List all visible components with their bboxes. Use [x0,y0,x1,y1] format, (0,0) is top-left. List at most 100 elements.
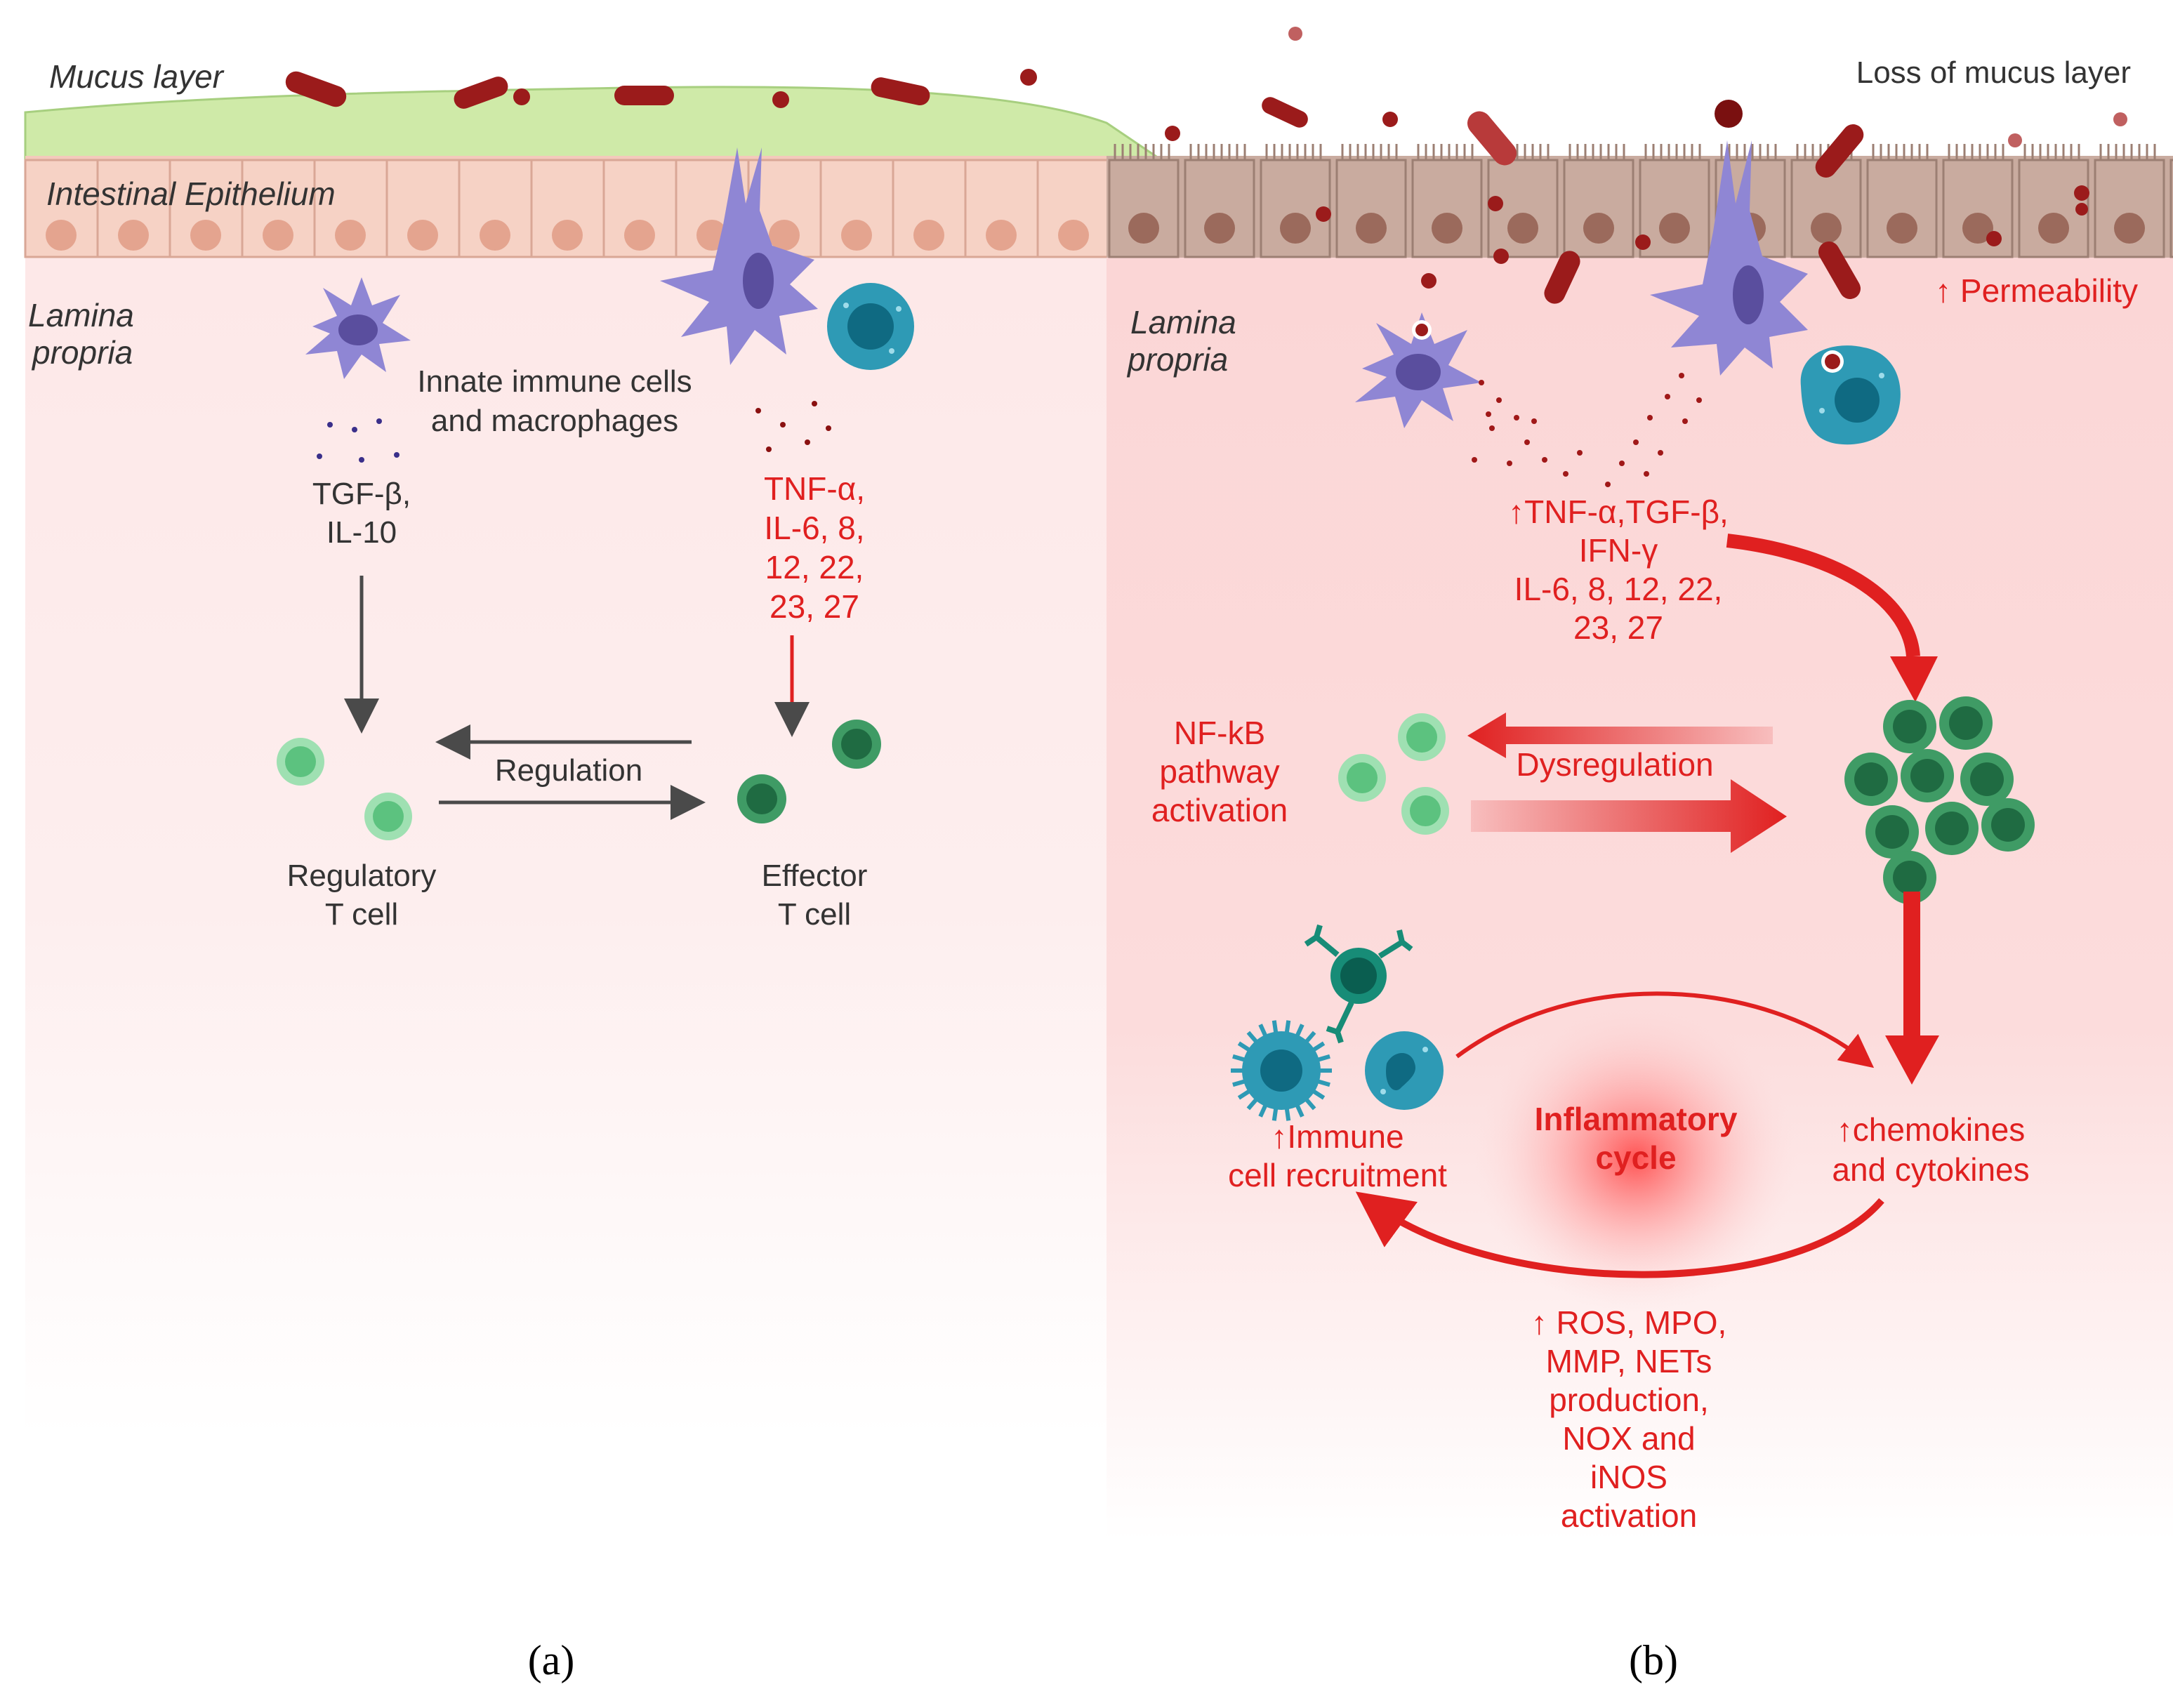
pro-inflammatory-dots [755,401,831,452]
bacteria-rod-icon [1544,251,1580,304]
panel-b: Loss of mucus layer ↑ Permeability Lamin… [1020,27,2173,1683]
epithelial-cell [1411,144,1483,258]
bacteria-coccus-icon [1493,249,1509,264]
ros-labels: ↑ ROS, MPO, MMP, NETs production, NOX an… [1531,1304,1727,1534]
epithelial-cell [2094,144,2165,258]
bacteria-coccus-icon [2075,203,2088,216]
mucus-layer-label: Mucus layer [49,58,225,95]
bacteria-coccus-icon [2113,112,2127,126]
lamina-label-a-2: propria [31,334,133,371]
cytokine-line: IL-6, 8, [764,510,864,546]
bacteria-coccus-icon [1382,112,1398,127]
epithelial-cell [1639,144,1710,258]
cytokine-line: TGF-β, [312,477,411,511]
epithelial-cell [96,159,171,258]
bacteria-coccus-icon [1316,206,1331,222]
epithelial-cell [1184,144,1255,258]
cytokine-line: IL-6, 8, 12, 22, [1514,571,1723,607]
nfkb-label-2: pathway [1159,753,1279,790]
bacteria-rod-icon [1467,111,1517,166]
ros-line: activation [1561,1497,1697,1534]
teff-label-2: T cell [778,897,851,932]
epithelial-cell [1260,144,1331,258]
cytokine-line: 23, 27 [770,588,859,625]
inflammatory-glow [1474,1004,1797,1313]
macrophage-icon [1800,345,1901,445]
ros-line: MMP, NETs [1546,1343,1712,1379]
bacteria-group-b [1020,27,2127,304]
cytokine-line: 12, 22, [765,549,864,585]
t-cell-icon [1960,753,2014,806]
nfkb-label-3: activation [1151,792,1288,828]
epithelial-cell [1036,159,1111,258]
dysregulation-arrow-left [1467,713,1773,758]
cycle-arrow-top [1455,991,1875,1068]
anti-inflammatory-dots [317,418,399,463]
arrow-shaft [1903,892,1920,1039]
permeability-label: ↑ Permeability [1935,272,2138,309]
epithelial-cell [530,159,605,258]
innate-label-2: and macrophages [431,404,678,438]
cycle-arrow-bottom [1355,1191,1884,1278]
cycle-label-1: Inflammatory [1535,1101,1738,1137]
t-cell-icon [277,738,324,786]
dysregulation-label: Dysregulation [1516,746,1713,783]
t-eff-cells [737,720,881,823]
lamina-label-b-2: propria [1126,341,1228,378]
epithelial-cell [1108,144,1180,258]
t-cell-icon [1925,802,1979,855]
bacteria-coccus-icon [2008,133,2022,147]
bacteria-coccus-icon [1288,27,1302,41]
chemo-label-1: ↑chemokines [1837,1111,2025,1148]
epithelium-label: Intestinal Epithelium [46,176,336,212]
t-cell-icon [1338,754,1386,802]
recruit-label-1: ↑Immune [1271,1118,1403,1155]
t-cell-icon [1981,798,2035,852]
bacteria-coccus-icon [1715,100,1743,128]
epithelial-cell [2018,144,2089,258]
dendritic-cell-epithelial-icon [1650,140,1808,376]
epithelial-cell [458,159,533,258]
epithelial-cells-healthy [24,159,1111,258]
bacteria-rod-icon [614,86,674,105]
ros-line: ↑ ROS, MPO, [1531,1304,1727,1341]
dendritic-cell-epithelial-icon [660,147,818,365]
loss-mucus-label: Loss of mucus layer [1856,55,2131,90]
panel-a: Mucus layer Intestinal Epithelium Lamina… [24,58,1162,1683]
bacteria-coccus-icon [513,88,530,105]
epithelial-cell [602,159,678,258]
bacteria-rod-icon [454,77,508,109]
t-cell-icon [1883,851,1936,904]
panel-a-letter: (a) [528,1637,575,1683]
epithelial-cell [169,159,244,258]
epithelial-cell [2169,159,2173,258]
cytokine-line: ↑TNF-α,TGF-β, [1508,494,1729,530]
epithelial-cell [24,159,99,258]
epithelial-cell [964,159,1039,258]
bacteria-rod-icon [285,71,347,107]
arrow-head [1885,1035,1939,1085]
cytokine-line: TNF-α, [764,470,865,507]
bacteria-coccus-icon [772,91,789,108]
cytokines-b: ↑TNF-α,TGF-β, IFN-γ IL-6, 8, 12, 22, 23,… [1508,494,1729,646]
cytokine-dots-b [1472,373,1702,487]
t-cell-icon [832,720,881,769]
bacteria-group-a [285,71,930,109]
dysregulation-arrow-right [1471,779,1787,853]
bacteria-coccus-icon [1488,196,1503,211]
epithelial-cell [1866,144,1938,258]
monocyte-icon [1365,1031,1444,1110]
bacteria-rod-icon [871,77,930,106]
effector-t-cell-cluster [1844,696,2035,904]
t-cell-icon [1398,713,1446,761]
epithelial-cell [241,159,316,258]
nfkb-label-1: NF-kB [1174,715,1265,751]
bacteria-rod-icon [1815,124,1864,178]
treg-label-1: Regulatory [287,859,437,893]
epithelial-cell [1563,144,1634,258]
ros-line: iNOS [1590,1459,1667,1495]
t-cell-icon [1883,700,1936,753]
lamina-label-a-1: Lamina [28,297,134,333]
lamina-label-b-1: Lamina [1130,304,1236,340]
